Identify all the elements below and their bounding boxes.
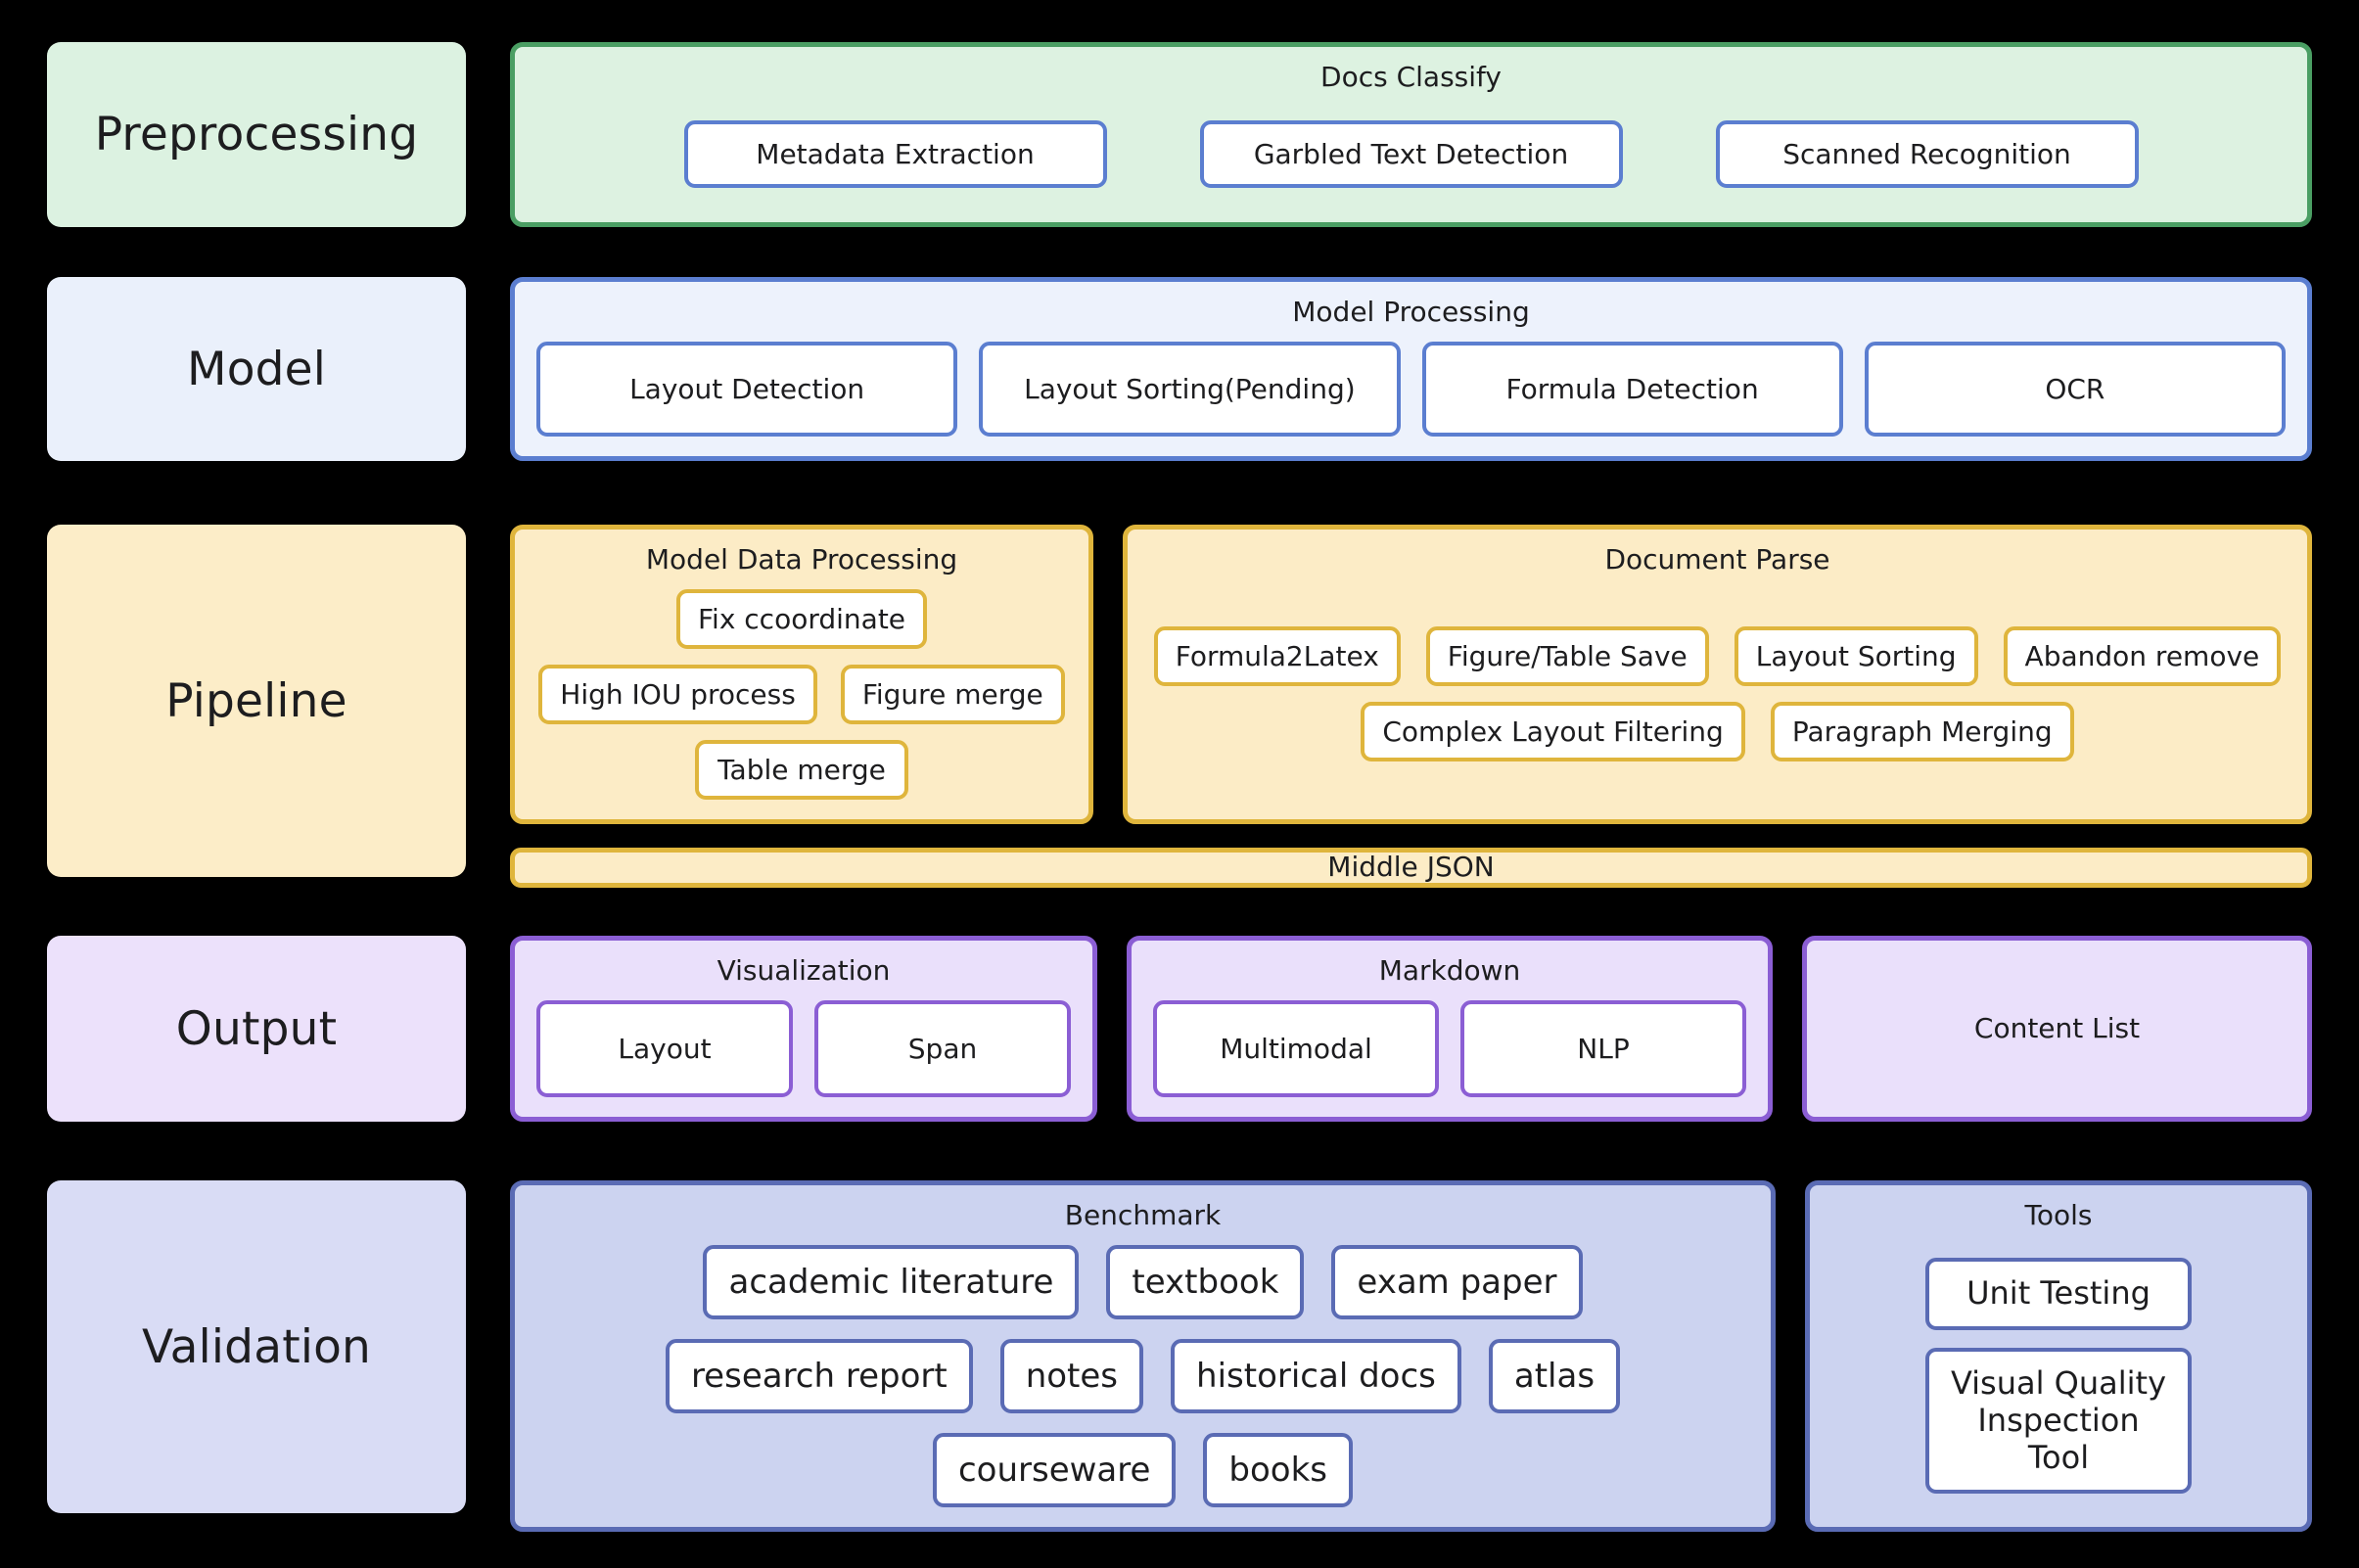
stage-body-pipeline: Model Data Processing Fix ccoordinate Hi… xyxy=(510,525,2312,888)
chip-books[interactable]: books xyxy=(1203,1433,1354,1508)
chip-unit-testing[interactable]: Unit Testing xyxy=(1925,1258,2192,1331)
stage-label-model: Model xyxy=(47,277,466,461)
chip-notes[interactable]: notes xyxy=(999,1338,1144,1414)
group-title-docs-classify: Docs Classify xyxy=(1320,61,1502,93)
row-spacer xyxy=(47,227,2312,277)
group-benchmark[interactable]: Benchmark academic literature textbook e… xyxy=(510,1180,1776,1533)
group-model-processing[interactable]: Model Processing Layout Detection Layout… xyxy=(510,277,2312,461)
group-title-content-list: Content List xyxy=(1973,1011,2141,1044)
chip-fix-ccoordinate[interactable]: Fix ccoordinate xyxy=(675,588,928,649)
group-document-parse[interactable]: Document Parse Formula2Latex Figure/Tabl… xyxy=(1123,525,2312,824)
group-model-data-processing[interactable]: Model Data Processing Fix ccoordinate Hi… xyxy=(510,525,1093,824)
row-spacer xyxy=(47,461,2312,525)
chip-historical-docs[interactable]: historical docs xyxy=(1171,1338,1461,1414)
chip-garbled-text-detection[interactable]: Garbled Text Detection xyxy=(1199,120,1623,189)
group-title-document-parse: Document Parse xyxy=(1604,543,1830,576)
chip-layout[interactable]: Layout xyxy=(536,999,793,1097)
group-title-visualization: Visualization xyxy=(717,954,891,987)
stage-row-validation: Validation Benchmark academic literature… xyxy=(47,1180,2312,1533)
stage-label-output: Output xyxy=(47,936,466,1122)
chip-figure-table-save[interactable]: Figure/Table Save xyxy=(1425,626,1709,687)
chip-academic-literature[interactable]: academic literature xyxy=(703,1244,1080,1319)
stage-row-preprocessing: Preprocessing Docs Classify Metadata Ext… xyxy=(47,42,2312,227)
chip-paragraph-merging[interactable]: Paragraph Merging xyxy=(1770,702,2074,762)
group-title-model-processing: Model Processing xyxy=(1292,296,1530,328)
group-items-tools: Unit Testing Visual Quality Inspection T… xyxy=(1831,1245,2286,1507)
group-items-docs-classify: Metadata Extraction Garbled Text Detecti… xyxy=(536,107,2286,203)
group-items-model-processing: Layout Detection Layout Sorting(Pending)… xyxy=(536,341,2286,437)
row-spacer xyxy=(47,1122,2312,1180)
group-title-tools: Tools xyxy=(2024,1199,2093,1231)
group-items-visualization: Layout Span xyxy=(536,999,1071,1097)
chip-research-report[interactable]: research report xyxy=(665,1338,973,1414)
chip-formula2latex[interactable]: Formula2Latex xyxy=(1153,626,1401,687)
stage-label-pipeline: Pipeline xyxy=(47,525,466,877)
chip-atlas[interactable]: atlas xyxy=(1488,1338,1621,1414)
group-items-benchmark: academic literature textbook exam paper … xyxy=(536,1244,1749,1508)
stage-row-output: Output Visualization Layout Span Markdow… xyxy=(47,936,2312,1122)
group-title-middle-json: Middle JSON xyxy=(1327,850,1495,883)
chip-scanned-recognition[interactable]: Scanned Recognition xyxy=(1715,120,2139,189)
chip-multimodal[interactable]: Multimodal xyxy=(1153,999,1439,1097)
chip-layout-detection[interactable]: Layout Detection xyxy=(536,341,958,437)
group-docs-classify[interactable]: Docs Classify Metadata Extraction Garble… xyxy=(510,42,2312,227)
stage-body-preprocessing: Docs Classify Metadata Extraction Garble… xyxy=(510,42,2312,227)
chip-high-iou-process[interactable]: High IOU process xyxy=(538,664,817,724)
group-markdown[interactable]: Markdown Multimodal NLP xyxy=(1127,936,1773,1122)
chip-layout-sorting[interactable]: Layout Sorting xyxy=(1734,626,1978,687)
chip-figure-merge[interactable]: Figure merge xyxy=(840,664,1065,724)
chip-abandon-remove[interactable]: Abandon remove xyxy=(2003,626,2282,687)
stage-row-pipeline: Pipeline Model Data Processing Fix ccoor… xyxy=(47,525,2312,888)
chip-complex-layout-filtering[interactable]: Complex Layout Filtering xyxy=(1361,702,1745,762)
chip-visual-quality-inspection-tool[interactable]: Visual Quality Inspection Tool xyxy=(1925,1348,2192,1495)
group-middle-json[interactable]: Middle JSON xyxy=(510,847,2312,888)
group-visualization[interactable]: Visualization Layout Span xyxy=(510,936,1097,1122)
stage-body-validation: Benchmark academic literature textbook e… xyxy=(510,1180,2312,1533)
chip-nlp[interactable]: NLP xyxy=(1460,999,1746,1097)
chip-table-merge[interactable]: Table merge xyxy=(695,739,908,800)
group-content-list[interactable]: Content List xyxy=(1802,936,2312,1122)
group-items-document-parse: Formula2Latex Figure/Table Save Layout S… xyxy=(1149,589,2286,800)
chip-metadata-extraction[interactable]: Metadata Extraction xyxy=(683,120,1107,189)
group-title-model-data-processing: Model Data Processing xyxy=(645,543,958,576)
chip-textbook[interactable]: textbook xyxy=(1106,1244,1305,1319)
chip-span[interactable]: Span xyxy=(814,999,1071,1097)
group-items-markdown: Multimodal NLP xyxy=(1153,999,1746,1097)
group-items-model-data-processing: Fix ccoordinate High IOU process Figure … xyxy=(536,588,1067,800)
stage-body-output: Visualization Layout Span Markdown Multi… xyxy=(510,936,2312,1122)
chip-formula-detection[interactable]: Formula Detection xyxy=(1421,341,1843,437)
stage-label-validation: Validation xyxy=(47,1180,466,1513)
stage-label-preprocessing: Preprocessing xyxy=(47,42,466,227)
chip-ocr[interactable]: OCR xyxy=(1864,341,2286,437)
stage-body-model: Model Processing Layout Detection Layout… xyxy=(510,277,2312,461)
chip-layout-sorting-pending[interactable]: Layout Sorting(Pending) xyxy=(979,341,1401,437)
group-title-markdown: Markdown xyxy=(1378,954,1521,987)
row-spacer xyxy=(47,877,2312,936)
chip-exam-paper[interactable]: exam paper xyxy=(1331,1244,1583,1319)
group-title-benchmark: Benchmark xyxy=(1064,1199,1222,1231)
stage-row-model: Model Model Processing Layout Detection … xyxy=(47,277,2312,461)
group-tools[interactable]: Tools Unit Testing Visual Quality Inspec… xyxy=(1805,1180,2312,1533)
chip-courseware[interactable]: courseware xyxy=(932,1433,1177,1508)
